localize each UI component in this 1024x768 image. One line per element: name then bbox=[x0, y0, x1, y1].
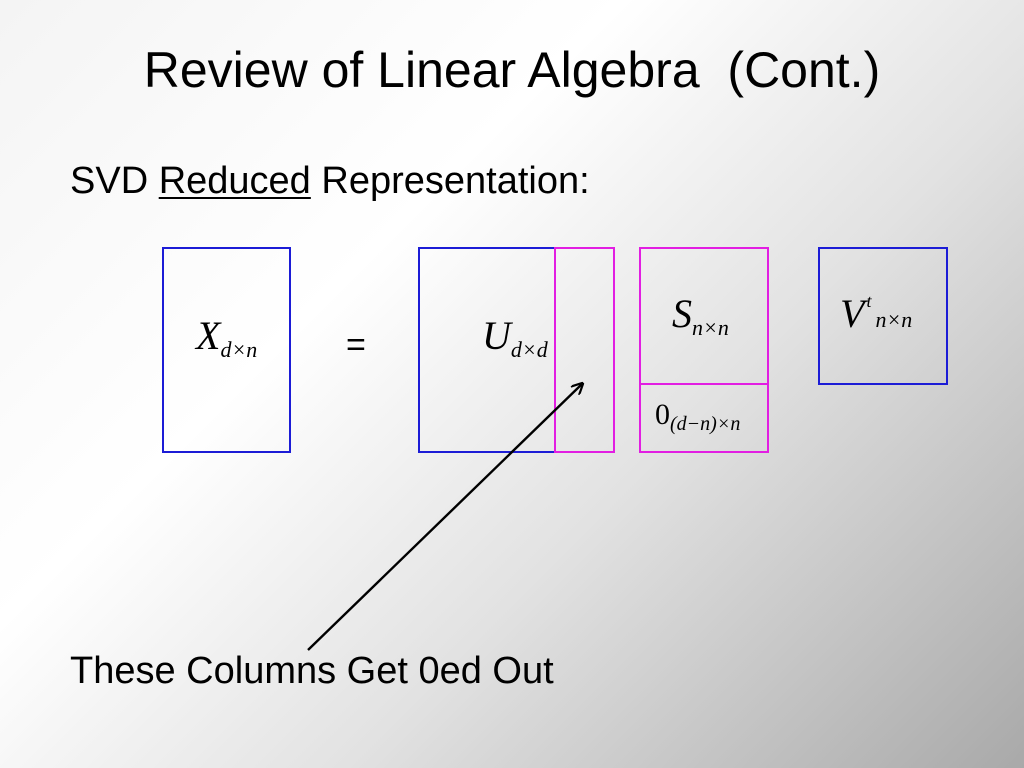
matrix-vt-box bbox=[818, 247, 948, 385]
zero-block-symbol: 0 bbox=[655, 398, 670, 431]
matrix-vt-symbol: V bbox=[840, 291, 865, 336]
matrix-u-label: Ud×d bbox=[482, 312, 548, 362]
zero-block-label: 0(d−n)×n bbox=[655, 398, 741, 435]
subtitle-prefix: SVD bbox=[70, 160, 149, 202]
matrix-s-subscript: n×n bbox=[692, 315, 729, 340]
slide-subtitle: SVD Reduced Representation: bbox=[70, 158, 590, 204]
matrix-x-box bbox=[162, 247, 291, 453]
matrix-vt-subscript: n×n bbox=[875, 307, 913, 332]
matrix-x-symbol: X bbox=[196, 313, 221, 358]
zero-block-subscript: (d−n)×n bbox=[670, 413, 741, 435]
subtitle-suffix: Representation: bbox=[321, 160, 590, 202]
matrix-vt-superscript: t bbox=[866, 291, 872, 311]
matrix-x-subscript: d×n bbox=[220, 337, 258, 362]
matrix-u-symbol: U bbox=[482, 313, 511, 358]
zeroed-columns-caption: These Columns Get 0ed Out bbox=[70, 650, 554, 692]
equals-sign: = bbox=[346, 326, 366, 364]
matrix-x-label: Xd×n bbox=[196, 312, 258, 362]
matrix-u-subscript: d×d bbox=[510, 337, 548, 362]
zero-block-box bbox=[639, 383, 769, 453]
matrix-s-label: Sn×n bbox=[672, 290, 729, 340]
subtitle-underlined-word: Reduced bbox=[158, 160, 311, 202]
matrix-s-symbol: S bbox=[672, 291, 692, 336]
zeroed-columns-highlight bbox=[554, 247, 615, 453]
slide-title: Review of Linear Algebra (Cont.) bbox=[143, 42, 881, 98]
